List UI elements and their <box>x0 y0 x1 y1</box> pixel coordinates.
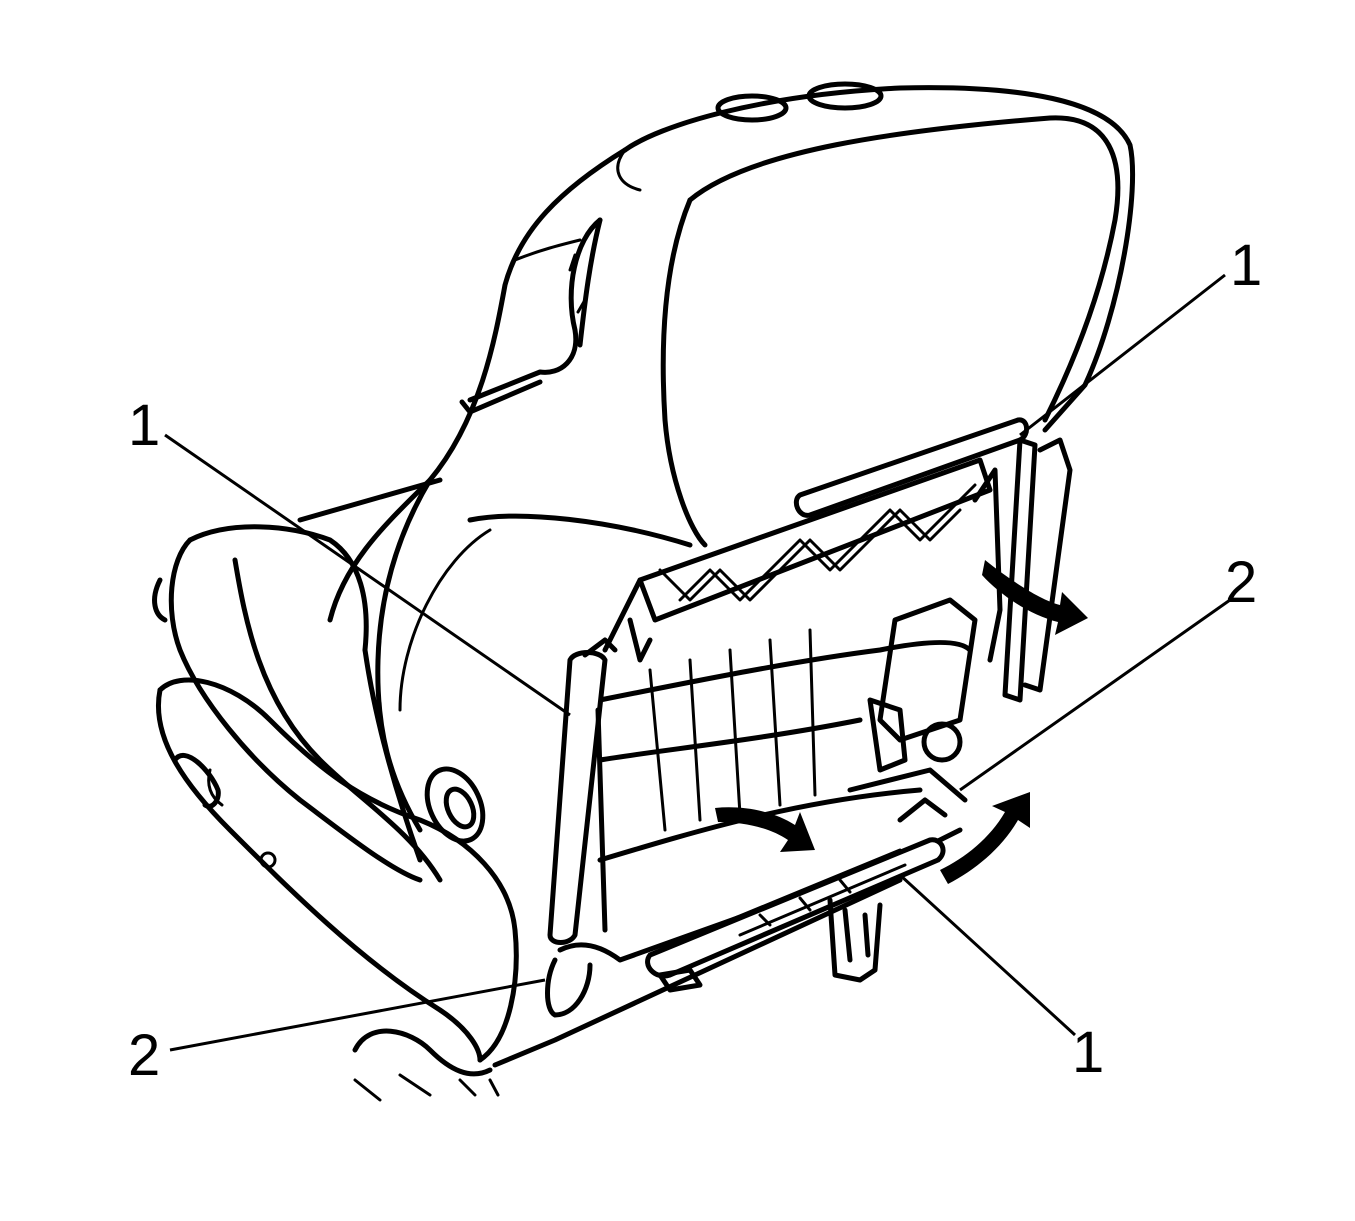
leader-c1-bottom <box>898 873 1077 1037</box>
retainer-rod-bottom <box>645 837 946 979</box>
arrow-lower-right <box>940 792 1030 884</box>
callout-2-left: 2 <box>128 1023 160 1088</box>
leader-c1-left <box>164 433 571 717</box>
callout-1-left: 1 <box>128 393 160 458</box>
leader-lines <box>164 273 1231 1052</box>
seat-cushion <box>152 477 903 1102</box>
retainer-rod-left <box>547 650 608 945</box>
callout-2-right: 2 <box>1225 550 1257 615</box>
callout-1-bottom: 1 <box>1072 1020 1104 1085</box>
callouts: 1 1 1 2 2 <box>128 233 1262 1088</box>
retainer-rod-upper <box>793 417 1029 518</box>
leader-c1-top-right <box>1019 273 1226 437</box>
seat-back-frame <box>545 417 1073 1018</box>
callout-1-top-right: 1 <box>1230 233 1262 298</box>
seat-back-shell <box>327 81 1136 623</box>
direction-arrows <box>715 560 1088 884</box>
arrow-right-upper <box>982 560 1088 635</box>
leader-c2-right <box>959 598 1231 792</box>
retainer-rod-right <box>1002 437 1038 703</box>
leader-c2-left <box>169 978 546 1052</box>
arrow-lower-middle <box>715 807 815 852</box>
